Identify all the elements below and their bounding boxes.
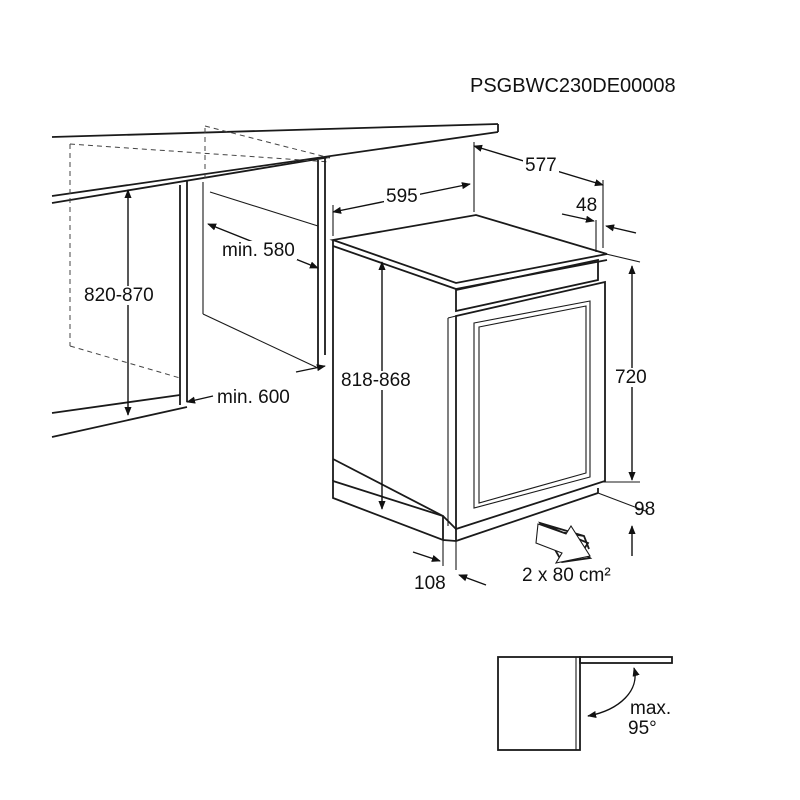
door-opening-label-max: max. (630, 698, 672, 719)
width-dimension-label: 595 (384, 186, 420, 207)
ventilation-label: 2 x 80 cm² (522, 565, 611, 586)
door-opening-label-angle: 95° (628, 718, 657, 739)
niche-height-label: 820-870 (82, 285, 156, 306)
depth-dimension-label: 577 (523, 155, 559, 176)
door-opening-detail (497, 656, 673, 751)
offset-dimension-label: 48 (576, 195, 598, 216)
airflow-arrow-outline (535, 523, 591, 564)
door-height-label: 720 (613, 367, 649, 388)
niche-width-label: min. 600 (215, 387, 292, 408)
appliance-height-label: 818-868 (339, 370, 413, 391)
plinth-height-label: 98 (634, 499, 656, 520)
plinth-depth-label: 108 (414, 573, 446, 594)
model-code: PSGBWC230DE00008 (470, 75, 676, 97)
niche-depth-label: min. 580 (220, 240, 297, 261)
